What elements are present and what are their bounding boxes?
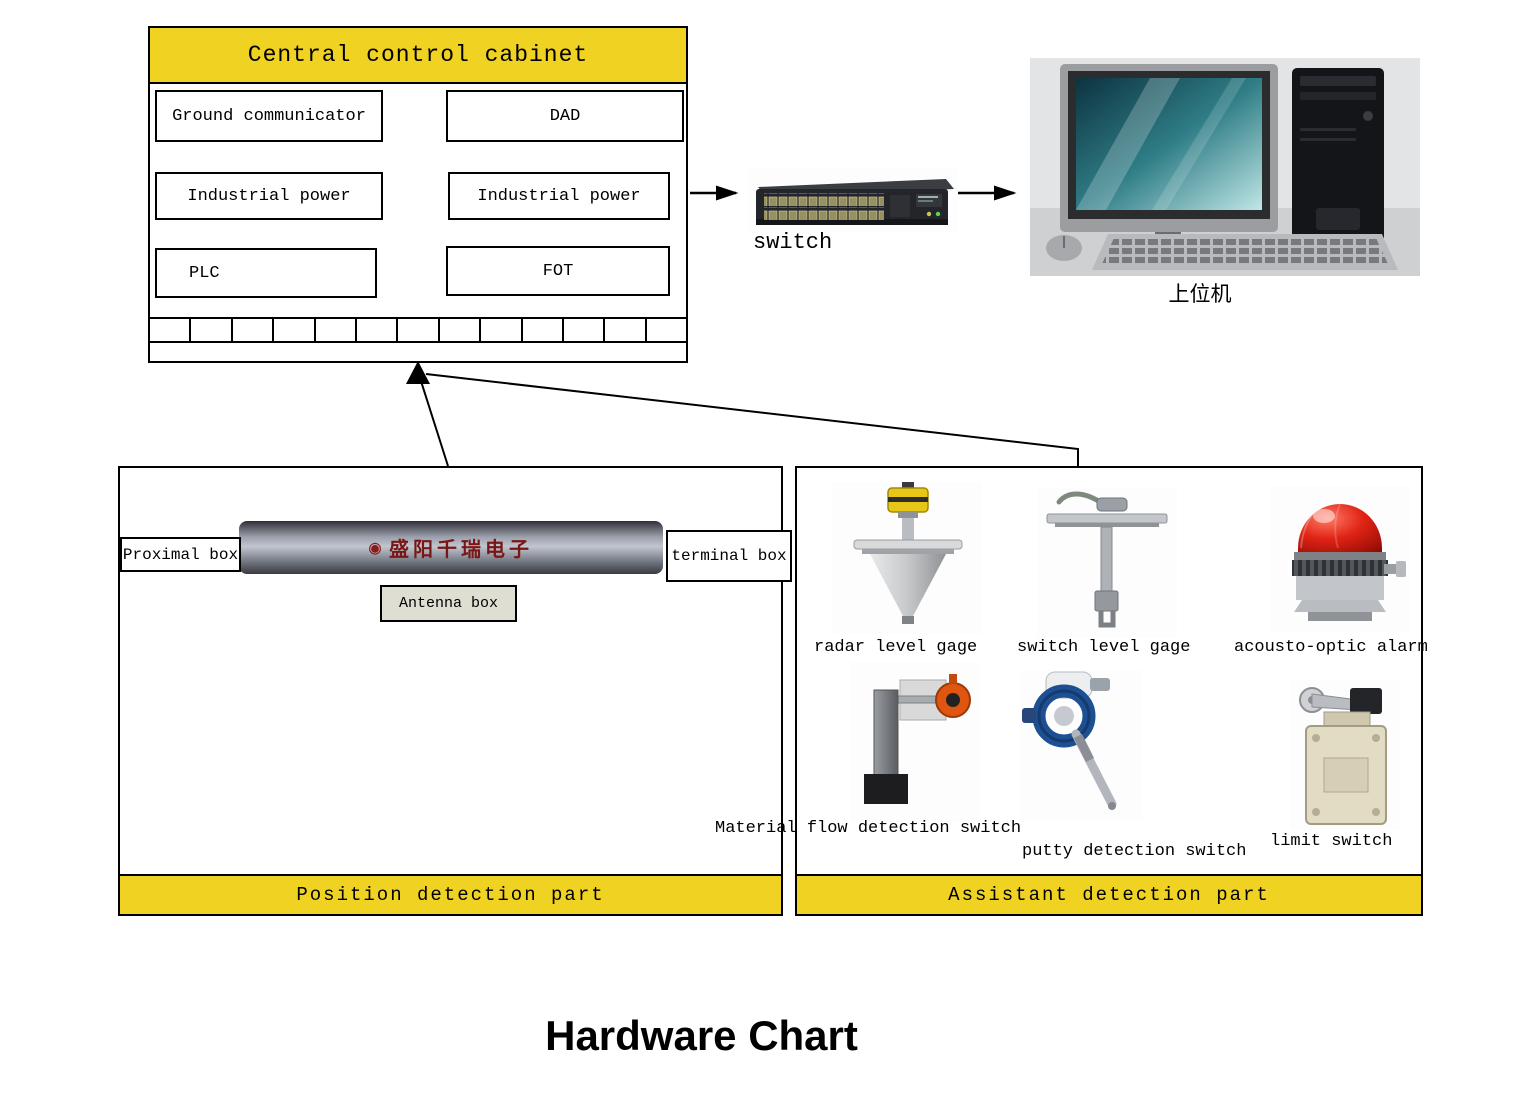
assistant-detection-part: radar level gage switch level gage [715,466,1428,916]
switch-label: switch [753,230,833,255]
antenna-bar-image: ◉ 盛阳千瑞电子 [239,521,663,574]
assistant-part-footer: Assistant detection part [797,874,1421,914]
module-dad: DAD [446,90,684,142]
terminal-cell [523,319,564,341]
cabinet-header: Central control cabinet [150,28,686,84]
putty-detection-switch-image [1020,670,1142,825]
proximal-box-label: Proximal box [120,537,241,572]
switch-level-gage-image [1037,488,1177,643]
switch-level-gage-label: switch level gage [1017,638,1191,657]
terminal-cell [357,319,399,341]
terminal-cell [605,319,647,341]
module-ground-communicator: Ground communicator [155,90,383,142]
limit-switch-image [1290,680,1400,835]
module-plc: PLC [155,248,377,298]
central-control-cabinet: Central control cabinet Ground communica… [148,26,688,363]
host-computer-image [1030,58,1420,276]
terminal-box-label: terminal box [666,530,792,582]
position-detection-part: ◉ 盛阳千瑞电子 Proximal box terminal box Anten… [118,466,792,916]
terminal-cell [316,319,357,341]
terminal-cell [647,319,686,341]
terminal-cell [564,319,606,341]
acousto-optic-alarm-image [1270,486,1410,636]
radar-level-gage-label: radar level gage [814,638,978,657]
acousto-optic-alarm-label: acousto-optic alarm [1234,638,1428,657]
radar-level-gage-image [832,482,982,639]
limit-switch-label: limit switch [1270,832,1393,851]
page-title: Hardware Chart [545,1012,858,1059]
putty-detection-switch-label: putty detection switch [1022,842,1247,861]
terminal-cell [191,319,233,341]
module-industrial-power-right: Industrial power [448,172,670,220]
terminal-cell [233,319,275,341]
module-fot: FOT [446,246,670,296]
module-industrial-power-left: Industrial power [155,172,383,220]
antenna-bar-brand-text: 盛阳千瑞电子 [389,537,534,561]
antenna-box-label: Antenna box [380,585,517,622]
network-switch-image [748,167,958,233]
terminal-cell [440,319,482,341]
material-flow-detection-switch-image [850,662,980,827]
antenna-brand-logo-icon: ◉ [368,537,382,561]
terminal-cell [150,319,192,341]
terminal-block-strip [150,317,686,343]
terminal-cell [481,319,523,341]
material-flow-detection-switch-label: Material flow detection switch [715,819,1022,838]
terminal-cell [274,319,316,341]
terminal-cell [398,319,440,341]
position-part-footer: Position detection part [120,874,781,914]
host-computer-label: 上位机 [1168,285,1232,308]
